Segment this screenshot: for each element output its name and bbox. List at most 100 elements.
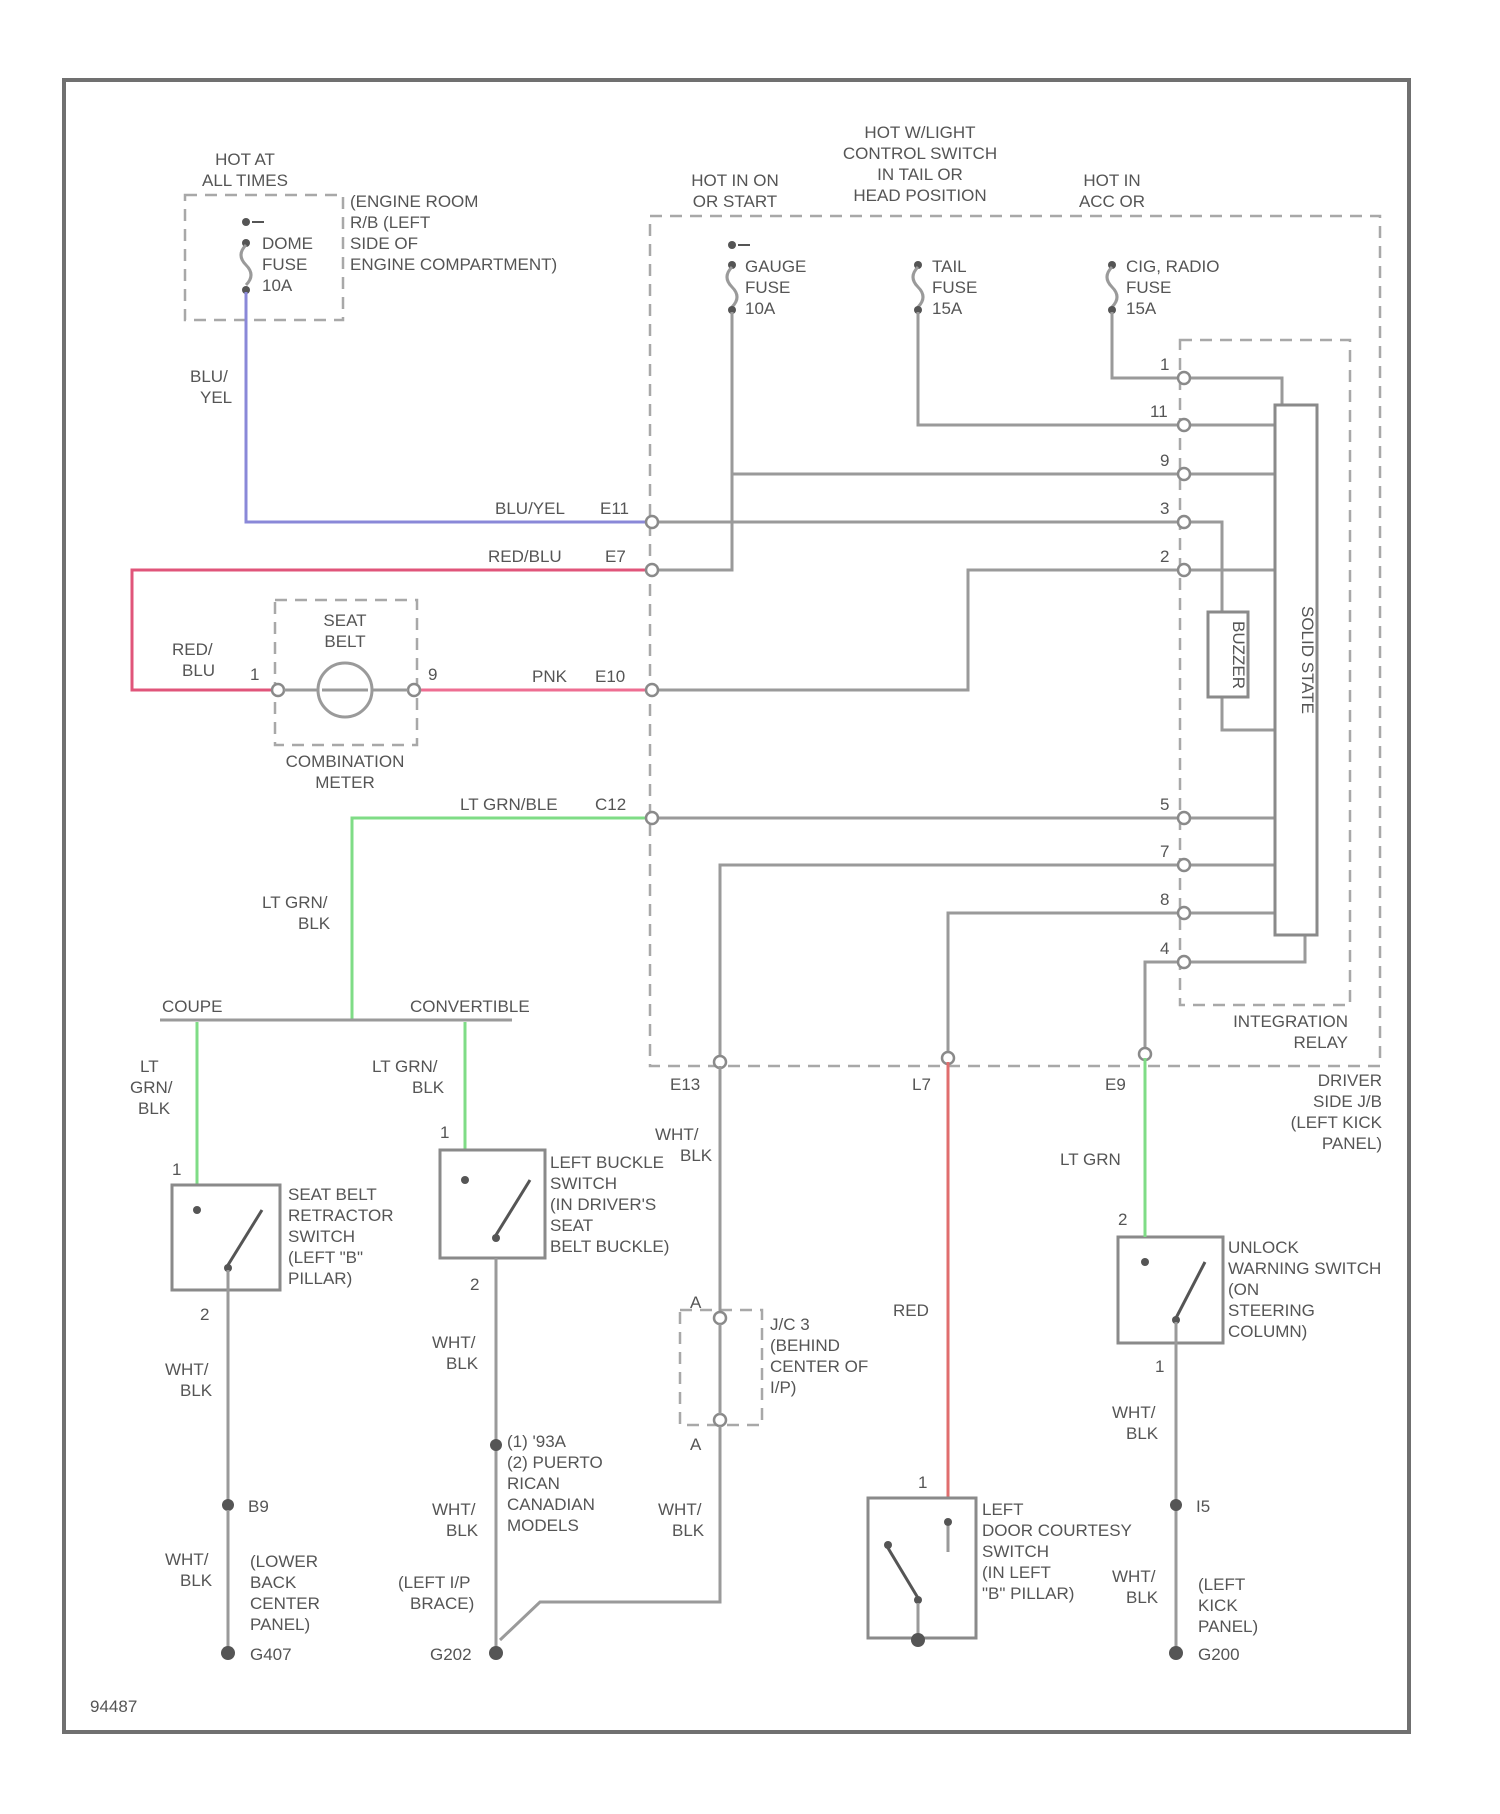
wire-buzzer-link: [1190, 522, 1222, 612]
ground-b9-label: B9: [248, 1497, 269, 1516]
wire-e10-to-pin2: [654, 570, 1178, 690]
left-buckle-switch: [440, 1150, 545, 1258]
connector-e9: E9: [1105, 1075, 1126, 1094]
convertible-label: CONVERTIBLE: [410, 997, 530, 1016]
left-door-courtesy-switch: [868, 1498, 976, 1638]
buckle-pin-1: 1: [440, 1123, 449, 1142]
wire-label-wht-blk-kick: WHT/BLK: [1112, 1567, 1159, 1607]
integration-relay-boundary: [1180, 340, 1350, 1005]
wire-label-wht-blk-unlock: WHT/BLK: [1112, 1403, 1159, 1443]
buckle-pin-2: 2: [470, 1275, 479, 1294]
wire-label-wht-blk-jc: WHT/BLK: [658, 1500, 705, 1540]
ground-g200-label: G200: [1198, 1645, 1240, 1664]
jc3-pin-top: [714, 1312, 726, 1324]
dome-fuse: [241, 218, 264, 294]
ground-g202: [489, 1646, 503, 1660]
relay-pin-11: 11: [1150, 402, 1168, 421]
wire-gauge-down: [654, 312, 732, 570]
driver-side-jb-boundary: [650, 216, 1380, 1066]
meter-pin-label-1: 1: [250, 665, 259, 684]
wire-tail-to-pin11: [918, 312, 1178, 425]
wire-label-blu-yel: BLU/YEL: [495, 499, 565, 518]
connector-e13: E13: [670, 1075, 700, 1094]
seat-belt-retractor-switch: [172, 1185, 280, 1290]
wire-label-pnk: PNK: [532, 667, 568, 686]
connector-e11: E11: [600, 499, 629, 518]
wire-e9-to-pin4: [1145, 962, 1178, 1055]
coupe-label: COUPE: [162, 997, 222, 1016]
relay-pin-9: 9: [1160, 451, 1169, 470]
jc3-pin-a-bottom: A: [690, 1435, 702, 1454]
wire-blu-yel: [246, 292, 648, 522]
relay-pin-5: 5: [1160, 795, 1169, 814]
jc3-pin-a-top: A: [690, 1293, 702, 1312]
ground-g407: [221, 1646, 235, 1660]
connector-e10: E10: [595, 667, 625, 686]
wire-label-red-blu-left: RED/BLU: [172, 640, 215, 680]
meter-pin-1: [272, 684, 284, 696]
ground-g407-label: G407: [250, 1645, 292, 1664]
wire-label-blu-yel-left: BLU/YEL: [190, 367, 232, 407]
wire-label-wht-blk-buckle: WHT/BLK: [432, 1333, 479, 1373]
wire-lt-grn-ble: [352, 818, 648, 1020]
unlock-warning-switch: [1118, 1237, 1223, 1343]
relay-pin-1: 1: [1160, 355, 1169, 374]
i5-junction: [1170, 1499, 1182, 1511]
retractor-pin-2: 2: [200, 1305, 209, 1324]
tail-fuse: [913, 261, 923, 314]
relay-pin-4: 4: [1160, 939, 1169, 958]
jb-connector-pins: [646, 516, 1151, 1068]
unlock-pin-1: 1: [1155, 1357, 1164, 1376]
ground-ip-note: (1) '93A(2) PUERTORICANCANADIANMODELS: [507, 1432, 603, 1535]
wire-label-lt-grn-ble: LT GRN/BLE: [460, 795, 558, 814]
relay-pin-7: 7: [1160, 842, 1169, 861]
jc3-pin-bottom: [714, 1414, 726, 1426]
buckle-ground-splice: [490, 1439, 502, 1451]
retractor-pin-1: 1: [172, 1160, 181, 1179]
wire-label-lt-grn-blk: LT GRN/BLK: [262, 893, 331, 933]
wire-label-convertible: LT GRN/BLK: [372, 1057, 445, 1097]
solid-state-label: SOLID STATE: [1298, 606, 1317, 714]
unlock-pin-2: 2: [1118, 1210, 1127, 1229]
cig-radio-fuse: [1107, 261, 1117, 314]
courtesy-pin-1: 1: [918, 1473, 927, 1492]
ground-ip-location: (LEFT I/PBRACE): [398, 1573, 474, 1613]
buzzer-to-ss: [1222, 695, 1275, 730]
meter-pin-label-9: 9: [428, 665, 437, 684]
ground-g200: [1169, 1646, 1183, 1660]
connector-l7: L7: [912, 1075, 931, 1094]
connector-c12: C12: [595, 795, 626, 814]
wire-label-red: RED: [893, 1301, 929, 1320]
wire-label-wht-blk-retractor: WHT/BLK: [165, 1360, 213, 1400]
connector-e7: E7: [605, 547, 626, 566]
ground-g202-label: G202: [430, 1645, 472, 1664]
wire-label-lt-grn-unlock: LT GRN: [1060, 1150, 1121, 1169]
wire-label-wht-blk-buckle-lower: WHT/BLK: [432, 1500, 479, 1540]
relay-pin-2: 2: [1160, 547, 1169, 566]
wire-label-wht-blk-b9: WHT/BLK: [165, 1550, 213, 1590]
meter-pin-9: [408, 684, 420, 696]
b9-junction: [222, 1499, 234, 1511]
